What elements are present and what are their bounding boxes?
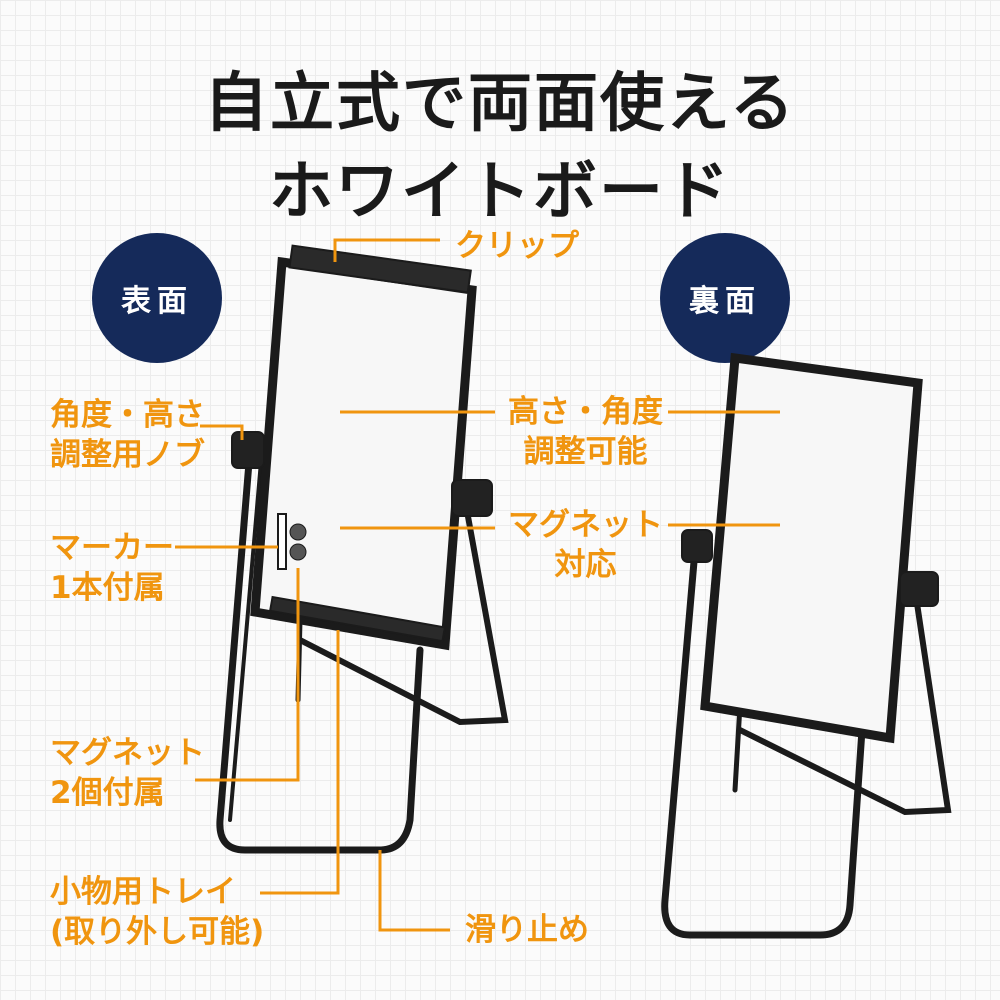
callout-adjust: 高さ・角度 調整可能 [508,392,663,472]
callout-marker-line1: マーカー [50,530,174,566]
back-easel [661,352,952,939]
callout-knob: 角度・高さ 調整用ノブ [50,395,205,475]
title-line-1: 自立式で両面使える [203,67,797,141]
callout-marker-line2: 1本付属 [50,570,165,606]
callout-magnet-support-line2: 対応 [554,547,617,583]
front-easel [216,244,509,854]
badge-front: 表面 [92,233,222,363]
callout-tray-line2: (取り外し可能) [50,914,265,950]
callout-clip: クリップ [455,228,579,264]
callout-stopper: 滑り止め [465,912,589,948]
callout-tray: 小物用トレイ (取り外し可能) [50,872,264,952]
callout-magnets-line1: マグネット [50,735,205,771]
callout-adjust-line1: 高さ・角度 [508,394,663,430]
badge-back: 裏面 [660,233,790,363]
callout-magnets: マグネット 2個付属 [50,733,205,813]
callout-lines [175,238,780,932]
callout-magnets-line2: 2個付属 [50,775,165,811]
callout-magnet-support-line1: マグネット [508,507,663,543]
callout-tray-line1: 小物用トレイ [50,874,236,910]
callout-magnet-support: マグネット 対応 [508,505,663,585]
callout-marker: マーカー 1本付属 [50,528,174,608]
callout-knob-line1: 角度・高さ [50,397,205,433]
title-line-2: ホワイトボード [269,155,731,229]
callout-knob-line2: 調整用ノブ [50,437,205,473]
callout-adjust-line2: 調整可能 [523,434,648,470]
